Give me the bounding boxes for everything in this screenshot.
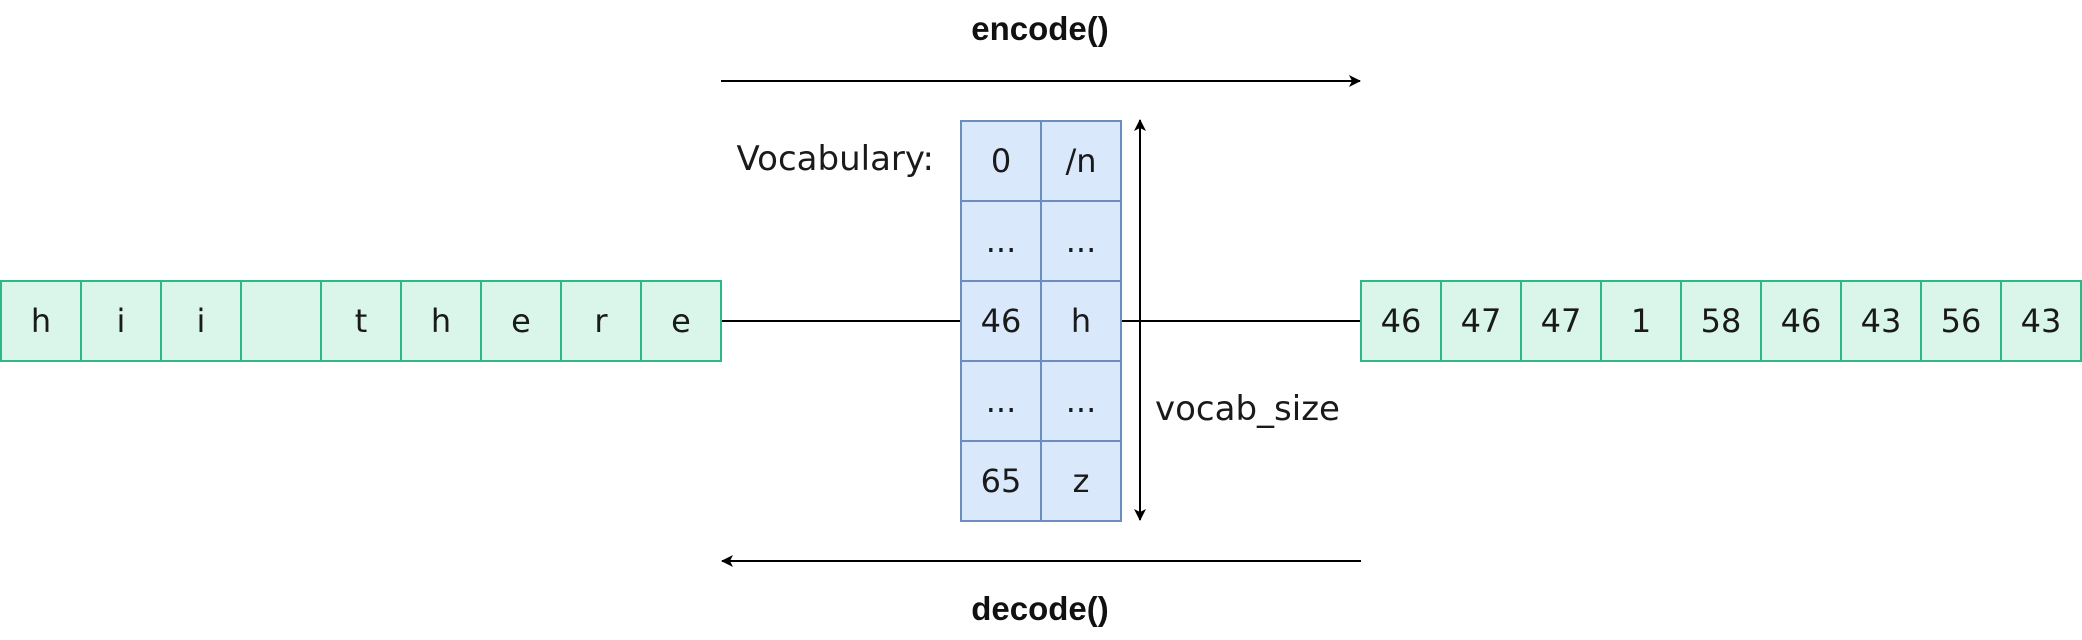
input-char-cell-text: r [594, 302, 608, 340]
output-id-cell-box [2000, 280, 2082, 362]
input-char-cell-box [400, 280, 482, 362]
output-id-cell-text: 46 [1781, 302, 1822, 340]
vocab-row: ...... [960, 360, 1122, 442]
vocab-row: 46 h [960, 280, 1122, 362]
output-id-cell-text: 47 [1541, 302, 1582, 340]
input-char-cell-text: i [197, 302, 206, 340]
input-char-cell-box [560, 280, 642, 362]
input-char-cell: r [560, 280, 642, 362]
input-char-cell: i [160, 280, 242, 362]
input-char-cell-text: h [31, 302, 51, 340]
vocab-size-label: vocab_size [1155, 389, 1340, 429]
vocab-id-cell-text: 0 [991, 142, 1011, 180]
vocabulary-label: Vocabulary: [737, 139, 934, 179]
output-sequence: 46 47 47 1 58 46 43 56 43 [1360, 280, 2082, 362]
output-id-cell: 1 [1600, 280, 1682, 362]
output-id-cell-box [1680, 280, 1762, 362]
vocab-id-cell-box [960, 280, 1042, 362]
vocab-char-cell-text: ... [1066, 222, 1097, 260]
vocab-row: ...... [960, 200, 1122, 282]
input-char-cell [240, 280, 322, 362]
output-id-cell-text: 46 [1381, 302, 1422, 340]
output-id-cell-box [1760, 280, 1842, 362]
vocab-id-cell: 65 [960, 440, 1042, 522]
vocab-char-cell-box [1040, 280, 1122, 362]
output-id-cell: 46 [1360, 280, 1442, 362]
vocab-char-cell-box [1040, 200, 1122, 282]
vocab-char-cell: /n [1040, 120, 1122, 202]
vocab-id-cell: ... [960, 200, 1042, 282]
vocab-char-cell-box [1040, 440, 1122, 522]
decode-label: decode() [971, 590, 1109, 627]
output-id-cell-text: 47 [1461, 302, 1502, 340]
output-id-cell: 43 [2000, 280, 2082, 362]
output-id-cell-text: 43 [1861, 302, 1902, 340]
output-id-cell: 46 [1760, 280, 1842, 362]
vocab-row: 65 z [960, 440, 1122, 522]
vocab-row: 0/n [960, 120, 1122, 202]
input-char-cell-box [480, 280, 562, 362]
vocab-char-cell-box [1040, 360, 1122, 442]
input-char-cell-text: e [671, 302, 691, 340]
vocab-id-cell-text: ... [986, 382, 1017, 420]
vocab-char-cell-text: z [1073, 462, 1090, 500]
input-char-cell: e [640, 280, 722, 362]
input-char-cell: h [0, 280, 82, 362]
input-char-cell-text: e [511, 302, 531, 340]
input-char-cell: t [320, 280, 402, 362]
input-char-cell-box [320, 280, 402, 362]
output-id-cell: 47 [1440, 280, 1522, 362]
input-char-cell-text: i [117, 302, 126, 340]
output-id-cell-box [1920, 280, 2002, 362]
vocabulary-table: 0/n...... 46 h...... 65 z [960, 120, 1122, 522]
vocab-id-cell: 0 [960, 120, 1042, 202]
vocab-char-cell-text: /n [1065, 142, 1096, 180]
output-id-cell: 56 [1920, 280, 2002, 362]
vocab-char-cell: ... [1040, 360, 1122, 442]
vocab-id-cell-box [960, 440, 1042, 522]
output-id-cell-text: 1 [1631, 302, 1651, 340]
output-id-cell: 58 [1680, 280, 1762, 362]
vocab-id-cell-text: 46 [981, 302, 1022, 340]
vocab-char-cell-text: h [1071, 302, 1091, 340]
vocab-id-cell: ... [960, 360, 1042, 442]
input-char-cell-box [240, 280, 322, 362]
vocab-char-cell: h [1040, 280, 1122, 362]
output-id-cell-text: 56 [1941, 302, 1982, 340]
output-id-cell-text: 58 [1701, 302, 1742, 340]
input-char-cell: h [400, 280, 482, 362]
output-id-cell: 43 [1840, 280, 1922, 362]
input-char-cell-text: h [431, 302, 451, 340]
vocab-char-cell-text: ... [1066, 382, 1097, 420]
vocab-char-cell: ... [1040, 200, 1122, 282]
output-id-cell: 47 [1520, 280, 1602, 362]
input-char-cell: i [80, 280, 162, 362]
input-char-cell-box [640, 280, 722, 362]
input-char-cell-text: t [355, 302, 368, 340]
encode-label: encode() [971, 10, 1109, 47]
vocab-id-cell: 46 [960, 280, 1042, 362]
vocab-char-cell-box [1040, 120, 1122, 202]
vocab-id-cell-text: 65 [981, 462, 1022, 500]
vocab-char-cell: z [1040, 440, 1122, 522]
input-char-cell: e [480, 280, 562, 362]
vocab-id-cell-text: ... [986, 222, 1017, 260]
input-char-cell-box [0, 280, 82, 362]
output-id-cell-text: 43 [2021, 302, 2062, 340]
